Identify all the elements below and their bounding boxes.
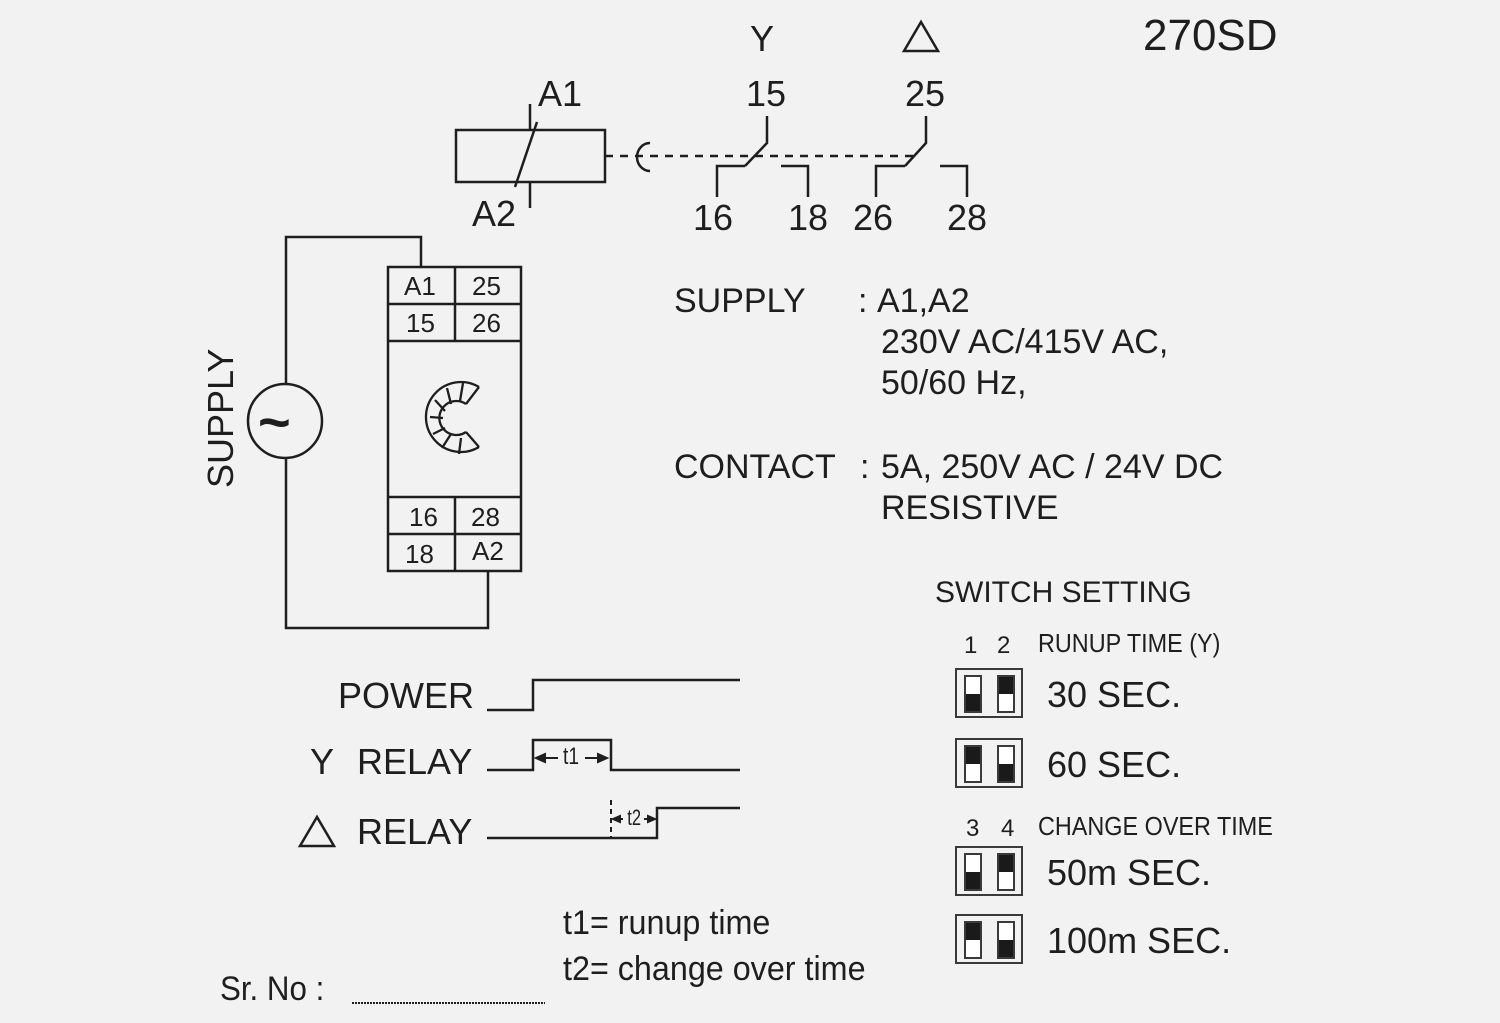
terminal-a1: A1 (404, 271, 436, 301)
dip-switch-lever-down (964, 853, 982, 891)
spec-supply-label: SUPPLY (674, 282, 806, 320)
timing-label-power: POWER (338, 675, 475, 716)
contact-delta-nc (874, 164, 905, 197)
contact-y-no-label: 18 (788, 197, 829, 238)
switch-lever-fill (966, 747, 980, 764)
spec-supply-line: 50/60 Hz, (881, 364, 1027, 402)
switch-option-label: 60 SEC. (1047, 744, 1182, 785)
timer-dial-icon (424, 380, 480, 455)
legend-t1: t1= runup time (563, 904, 771, 942)
spec-supply-line: A1,A2 (877, 282, 970, 320)
dip-switch-lever-up (997, 853, 1015, 891)
spec-contact-label: CONTACT (674, 448, 836, 486)
terminal-a2: A2 (472, 536, 504, 566)
t2-label: t2 (627, 805, 642, 830)
waveform-delta-relay (487, 806, 740, 840)
dip-switch-lever-down (997, 745, 1015, 783)
arrowhead-icon (533, 752, 546, 764)
contact-delta-nc-label: 26 (853, 197, 894, 238)
supply-wire-bottom (284, 458, 490, 630)
contact-y-nc-label: 16 (693, 197, 734, 238)
model-title: 270SD (1143, 11, 1278, 60)
switch-option-label: 100m SEC. (1047, 920, 1232, 961)
switch-number: 1 (964, 632, 978, 659)
legend-t2: t2= change over time (563, 950, 866, 988)
timing-label-delta-relay: RELAY (357, 811, 473, 852)
dip-switch-lever-up (964, 745, 982, 783)
dip-switch (955, 914, 1023, 964)
switch-setting-title: SWITCH SETTING (935, 576, 1192, 609)
switch-group-heading: CHANGE OVER TIME (1038, 811, 1273, 841)
dip-switch (955, 668, 1023, 718)
timing-prefix-y: Y (310, 741, 335, 782)
contact-delta-common-label: 25 (905, 73, 946, 114)
delta-symbol-icon (901, 19, 941, 53)
dip-switch-lever-up (964, 921, 982, 959)
switch-lever-fill (999, 677, 1013, 694)
dip-switch-lever-down (997, 921, 1015, 959)
t1-label: t1 (563, 743, 580, 770)
terminal-16: 16 (409, 502, 438, 532)
switch-lever-fill (999, 764, 1013, 781)
spec-contact-line: RESISTIVE (881, 489, 1059, 527)
waveform-power (487, 678, 740, 712)
dip-switch (955, 738, 1023, 788)
contact-y-nc (715, 164, 745, 197)
contact-y-common-label: 15 (746, 73, 787, 114)
delay-arc (635, 141, 651, 173)
timing-label-y-relay: RELAY (357, 741, 473, 782)
spec-supply-line: 230V AC/415V AC, (881, 323, 1169, 361)
supply-wire-top (284, 235, 423, 384)
switch-lever-fill (966, 694, 980, 711)
contact-delta-no-label: 28 (947, 197, 988, 238)
terminal-15: 15 (406, 308, 435, 338)
terminal-25: 25 (472, 271, 501, 301)
arrowhead-icon (610, 814, 621, 824)
switch-lever-fill (999, 940, 1013, 957)
ac-source-circle (246, 382, 324, 460)
supply-vertical-label: SUPPLY (200, 348, 241, 488)
switch-number: 3 (966, 815, 980, 842)
spec-supply-sep: : (858, 282, 868, 320)
switch-lever-fill (966, 923, 980, 940)
terminal-26: 26 (472, 308, 501, 338)
spec-contact-sep: : (860, 448, 870, 486)
spec-contact-line: 5A, 250V AC / 24V DC (881, 448, 1224, 486)
contact-delta-no (940, 164, 969, 197)
terminal-18: 18 (405, 539, 434, 569)
dip-switch-lever-up (997, 675, 1015, 713)
switch-lever-fill (966, 872, 980, 889)
waveform-y-relay (487, 738, 740, 772)
contact-delta-common (904, 116, 928, 167)
switch-group-heading: RUNUP TIME (Y) (1038, 628, 1221, 658)
switch-number: 4 (1001, 815, 1015, 842)
switch-option-label: 30 SEC. (1047, 674, 1182, 715)
terminal-28: 28 (471, 502, 500, 532)
serial-number-value[interactable] (356, 972, 544, 1002)
contact-y-no (781, 164, 810, 197)
ac-source-symbol: ~ (258, 390, 291, 453)
coil-label-a1: A1 (538, 73, 583, 114)
coil-slash (513, 121, 539, 188)
arrowhead-icon (647, 814, 658, 824)
switch-option-label: 50m SEC. (1047, 852, 1212, 893)
contact-y-symbol: Y (750, 18, 775, 59)
switch-lever-fill (999, 855, 1013, 872)
contact-y-common (744, 116, 769, 167)
dip-switch (955, 846, 1023, 896)
dip-switch-lever-down (964, 675, 982, 713)
arrowhead-icon (597, 752, 610, 764)
delta-relay-symbol-icon (297, 814, 337, 848)
serial-number-label: Sr. No : (220, 970, 325, 1008)
switch-number: 2 (997, 632, 1011, 659)
coil-label-a2: A2 (472, 193, 517, 234)
